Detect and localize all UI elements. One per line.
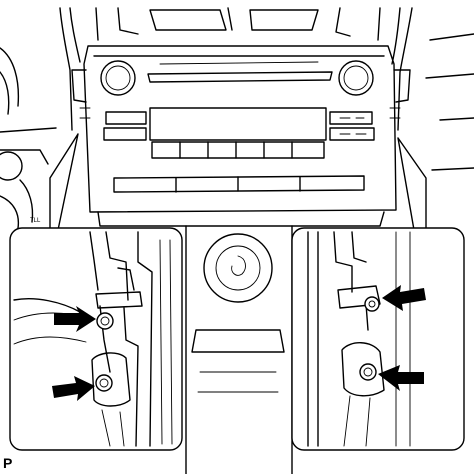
right-knob: [338, 60, 374, 96]
right-clip-lower: [359, 363, 377, 381]
arrow-right-upper-icon: [382, 285, 426, 311]
arrow-right-lower-icon: [378, 365, 424, 391]
preset-buttons: [151, 141, 325, 159]
left-clip-upper: [96, 312, 114, 330]
left-clip-lower: [95, 374, 113, 392]
cd-slot: [147, 71, 333, 83]
left-detail-view: [9, 227, 183, 451]
tiny-label: TLL: [30, 218, 41, 224]
radio-unit: [71, 45, 411, 227]
arrow-left-upper-icon: [54, 306, 96, 332]
right-clip-upper: [364, 296, 380, 312]
arrow-left-lower-icon: [52, 376, 95, 401]
display: [149, 107, 327, 141]
dashboard-outline: [0, 7, 474, 229]
bottom-buttons: [113, 175, 365, 193]
callout-leaders: [49, 133, 427, 231]
right-detail-view: [291, 227, 465, 451]
left-knob: [100, 60, 136, 96]
figure-ref-code: P: [3, 455, 13, 471]
